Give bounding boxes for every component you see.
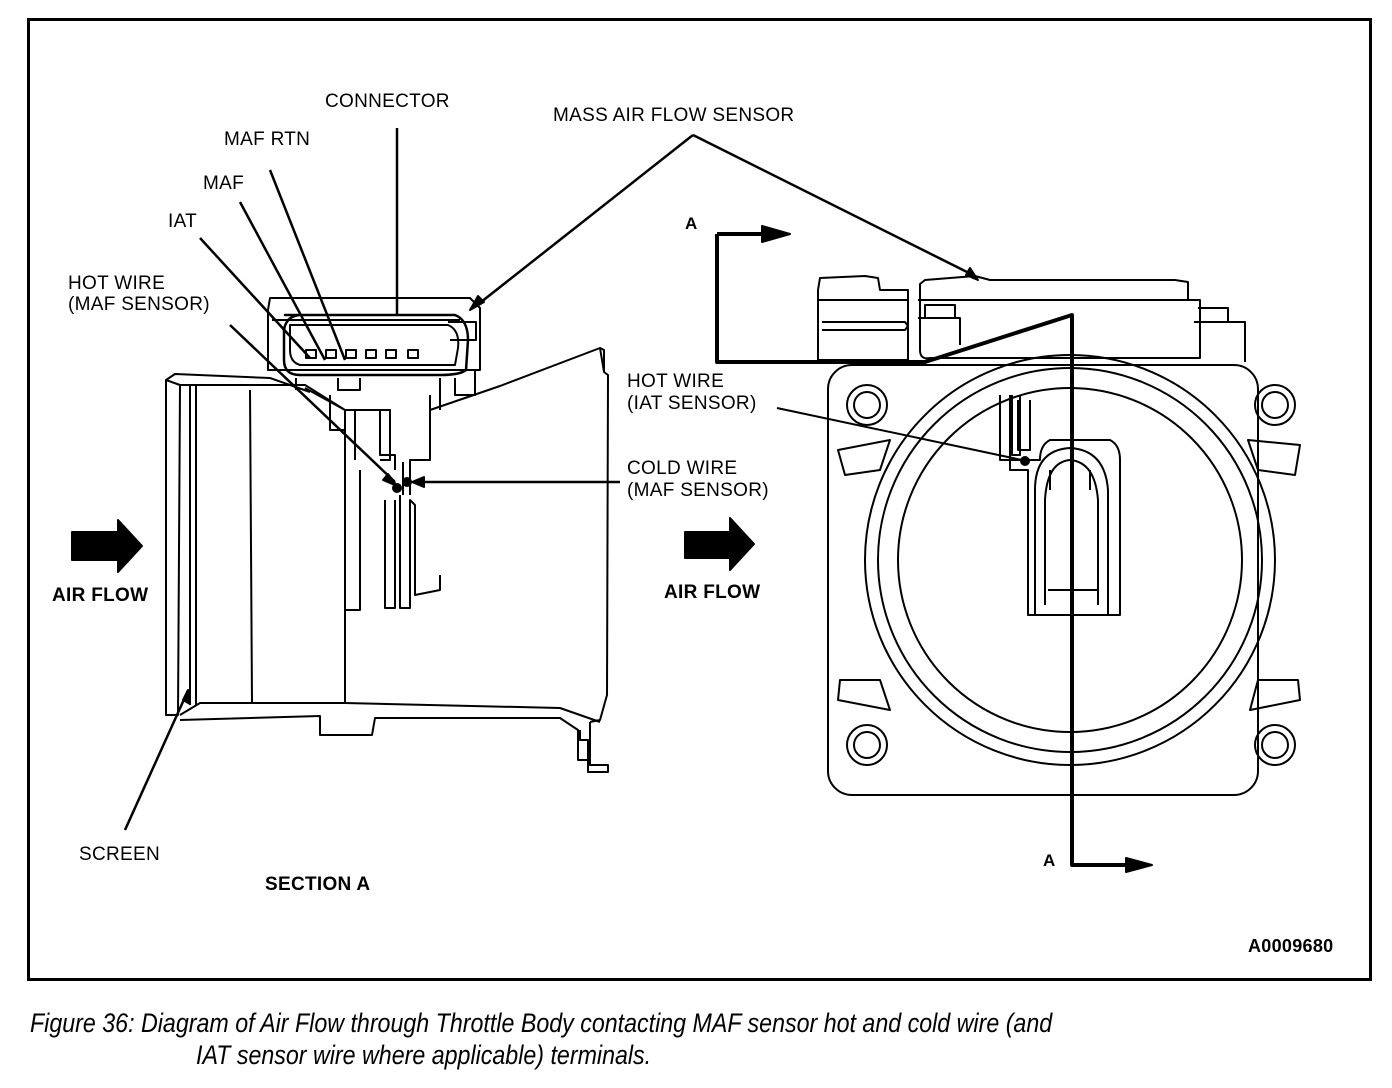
figure-id: A0009680 (1248, 936, 1334, 956)
section-arrow-top (761, 225, 791, 243)
label-hot-wire-iat-1: HOT WIRE (627, 371, 725, 392)
label-maf-rtn: MAF RTN (224, 129, 311, 150)
maf-front-body (817, 275, 1301, 796)
label-maf: MAF (203, 173, 245, 194)
label-air-flow-right: AIR FLOW (664, 582, 761, 603)
label-cold-wire-maf-1: COLD WIRE (627, 458, 738, 479)
label-section-a-bottom: A (1043, 851, 1056, 870)
figure-caption-line2: IAT sensor wire where applicable) termin… (196, 1040, 652, 1070)
label-screen: SCREEN (79, 844, 160, 865)
label-air-flow-left: AIR FLOW (52, 585, 149, 606)
hot-wire-arrowhead (382, 473, 398, 487)
label-iat: IAT (168, 211, 198, 232)
section-line-a (715, 232, 1130, 867)
label-section-a-top: A (685, 214, 698, 233)
left-leader-lines (123, 128, 976, 831)
section-arrow-bottom (1125, 857, 1153, 873)
cold-wire-dot (402, 477, 412, 487)
air-flow-arrow-right (684, 517, 755, 571)
figure-frame (27, 18, 1372, 981)
figure-caption-line1: Figure 36: Diagram of Air Flow through T… (30, 1008, 1053, 1038)
label-connector: CONNECTOR (325, 91, 450, 112)
label-hot-wire-iat-2: (IAT SENSOR) (627, 393, 757, 414)
label-mass-air-flow-sensor: MASS AIR FLOW SENSOR (553, 105, 795, 126)
screen-arrowhead (182, 689, 191, 705)
section-a-body (165, 347, 609, 773)
iat-hot-wire-leader (776, 407, 1023, 461)
label-section-a-title: SECTION A (265, 874, 371, 895)
label-hot-wire-maf-2: (MAF SENSOR) (68, 294, 210, 315)
air-flow-arrow-left (71, 519, 143, 573)
label-cold-wire-maf-2: (MAF SENSOR) (627, 480, 769, 501)
connector-housing (267, 297, 481, 410)
label-hot-wire-maf-1: HOT WIRE (68, 273, 166, 294)
cold-wire-arrowhead (411, 476, 425, 488)
maf-sensor-arrowhead-right (965, 267, 979, 281)
iat-hot-wire-dot (1020, 456, 1030, 466)
maf-sensor-arrowhead-left (469, 295, 485, 311)
